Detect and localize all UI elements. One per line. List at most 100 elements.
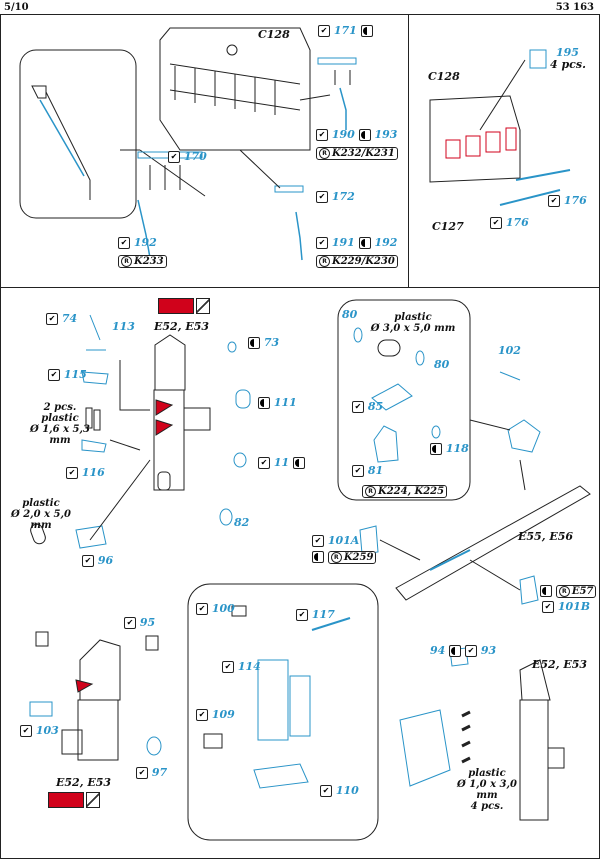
mast-lower-body — [77, 699, 119, 761]
label-195: 195 — [556, 46, 579, 59]
check-icon: ✔ — [196, 603, 208, 615]
check-icon: ✔ — [316, 129, 328, 141]
check-icon: ✔ — [542, 601, 554, 613]
callout-115: ✔ 115 — [48, 368, 87, 381]
part-73 — [227, 341, 237, 353]
check-icon: ✔ — [222, 661, 234, 673]
callout-81: ✔ 81 — [352, 464, 383, 477]
part-114-door — [289, 675, 311, 737]
check-icon: ✔ — [316, 191, 328, 203]
part-109 — [203, 733, 223, 749]
part-81 — [373, 425, 399, 463]
callout-96: ✔ 96 — [82, 554, 113, 567]
part-74-113 — [86, 314, 106, 351]
part-117 — [311, 617, 351, 631]
plastic-cylinder-note: plastic Ø 3,0 x 5,0 mm — [370, 312, 456, 334]
plastic-pins-note: plastic Ø 1,0 x 3,0 mm 4 pcs. — [457, 768, 517, 812]
part-195-frame — [529, 49, 547, 69]
detail-inset-etched-strip — [39, 99, 85, 177]
callout-170: ✔ 170 — [168, 150, 207, 163]
callout-191-192: ✔ 191 192 — [316, 236, 397, 249]
detail-inset-frame — [19, 49, 137, 219]
parts-176 — [499, 169, 571, 206]
mast-port — [157, 471, 171, 491]
part-191-bracket — [295, 211, 303, 261]
label-e52-right: E52, E53 — [532, 658, 588, 671]
check-icon: ✔ — [465, 645, 477, 657]
top-rule — [0, 14, 600, 15]
mast-lower-red — [75, 679, 94, 693]
contrast-icon — [449, 645, 462, 657]
crane-arm — [395, 485, 591, 601]
callout-11: ✔ 11 — [258, 456, 305, 469]
part-172-strip — [274, 185, 304, 193]
label-113: 113 — [112, 320, 135, 333]
bridge-housing — [159, 27, 311, 151]
callout-171: ✔ 171 — [318, 24, 373, 37]
part-111 — [235, 389, 251, 409]
post-box — [547, 747, 565, 769]
superstructure-c127 — [429, 95, 521, 183]
callout-101a: ✔ 101A — [312, 534, 359, 547]
callout-100: ✔ 100 — [196, 602, 235, 615]
label-e52-lower: E52, E53 — [56, 776, 112, 789]
detail-inset-profile — [31, 85, 91, 200]
plastic-cylinder — [377, 339, 401, 357]
contrast-icon — [430, 443, 442, 455]
callout-176-b: ✔ 176 — [490, 216, 529, 229]
catalog-code: 53 163 — [555, 2, 594, 13]
plastic-rod-note-1: 2 pcs. plastic Ø 1,6 x 5,3 mm — [30, 402, 90, 446]
part-80-a — [353, 327, 363, 343]
check-icon: ✔ — [124, 617, 136, 629]
mast-lower-box — [61, 729, 83, 755]
part-118 — [431, 425, 441, 439]
callout-111: 111 — [258, 396, 297, 409]
check-icon: ✔ — [196, 709, 208, 721]
label-e52: E52, E53 — [154, 320, 210, 333]
ref-icon: R — [365, 486, 376, 497]
detail-frame-lamp — [337, 299, 471, 501]
contrast-icon — [358, 129, 371, 141]
contrast-icon — [360, 25, 373, 37]
mast-column — [153, 389, 185, 491]
bridge-vent — [226, 44, 238, 56]
ref-icon: R — [319, 256, 330, 267]
callout-116: ✔ 116 — [66, 466, 105, 479]
mast-top — [154, 334, 186, 391]
callout-110: ✔ 110 — [320, 784, 359, 797]
panel-divider — [408, 14, 409, 287]
check-icon: ✔ — [136, 767, 148, 779]
mast-red-parts — [155, 399, 174, 436]
check-icon: ✔ — [312, 535, 324, 547]
bridge-window-frames — [169, 63, 301, 115]
callout-73: 73 — [248, 336, 279, 349]
callout-192: ✔ 192 — [118, 236, 157, 249]
mast-lower-top — [79, 639, 121, 701]
part-95 — [145, 635, 159, 651]
check-icon: ✔ — [46, 313, 58, 325]
part-115 — [81, 371, 109, 385]
mast-box — [183, 407, 211, 431]
leaders-mast — [89, 360, 151, 541]
part-110 — [253, 763, 309, 789]
window-frames-195 — [445, 127, 517, 159]
label-c127: C127 — [432, 220, 464, 233]
page-number: 5/10 — [4, 2, 29, 13]
plastic-rod-b — [93, 409, 101, 431]
leaders-arm — [379, 419, 526, 591]
callout-95: ✔ 95 — [124, 616, 155, 629]
part-97 — [146, 736, 162, 756]
arrows-170 — [149, 165, 181, 190]
check-icon: ✔ — [316, 237, 328, 249]
label-4pcs: 4 pcs. — [550, 58, 586, 71]
callout-101b: ✔ 101B — [542, 600, 590, 613]
part-171-strip — [317, 57, 357, 65]
check-icon: ✔ — [548, 195, 560, 207]
check-icon: ✔ — [168, 151, 180, 163]
cabinet-assembled — [399, 709, 451, 787]
contrast-icon — [358, 237, 371, 249]
check-icon: ✔ — [48, 369, 60, 381]
